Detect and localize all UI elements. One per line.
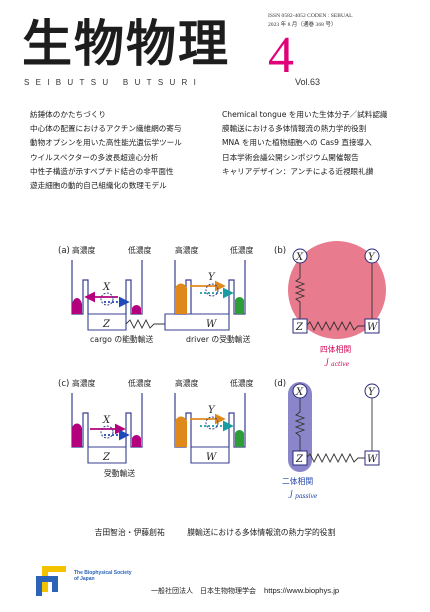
panel-c-low-right: 低濃度 <box>230 378 254 388</box>
panel-b: (b) X Y Z W 四体相関 j active <box>274 241 386 368</box>
panel-a-caption-left: cargo の能動輸送 <box>90 334 154 344</box>
panel-a-high-left: 高濃度 <box>72 245 96 255</box>
topic-item: 中性子構造が示すペプチド結合の非平面性 <box>30 166 174 176</box>
logo-line-1: The Biophysical Society <box>74 570 132 576</box>
panel-a-w: W <box>206 319 217 330</box>
footer: The Biophysical Society of Japan 一般社団法人 … <box>34 562 414 602</box>
panel-d-symbol-sub: passive <box>295 493 318 500</box>
panel-c-low-left: 低濃度 <box>128 378 152 388</box>
topic-item: 遊走細胞の動的自己組織化の数理モデル <box>30 181 167 191</box>
panel-c-label: (c) <box>58 379 69 389</box>
journal-title: 生物物理 <box>22 14 230 73</box>
panel-b-y: Y <box>368 252 376 263</box>
topic-item: 動物オプシンを用いた高性能光遺伝学ツール <box>30 138 182 148</box>
topic-item: 日本学術会議公開シンポジウム開催報告 <box>222 152 359 162</box>
panel-a-label: (a) <box>58 246 70 256</box>
topics-left: 紡錘体のかたちづくり 中心体の配置におけるアクチン繊維網の寄与 動物オプシンを用… <box>30 108 182 193</box>
panel-d-w: W <box>367 454 378 465</box>
topic-item: Chemical tongue を用いた生体分子／試料認識 <box>222 110 388 119</box>
panel-a-low-right: 低濃度 <box>230 245 254 255</box>
panel-c-caption: 受動輸送 <box>104 468 135 478</box>
issn-line: ISSN 0582-4052 CODEN : SEBUAL <box>268 13 353 19</box>
panel-a-x: X <box>102 282 111 293</box>
date-line: 2023 年 8 月（通巻 368 号） <box>268 22 337 28</box>
panel-d-caption: 二体相関 <box>282 476 313 486</box>
topic-item: キャリアデザイン：アンチによる近視眼礼讃 <box>222 166 374 176</box>
panel-c: (c) 高濃度 低濃度 高濃度 低濃度 X Z Y W 受動輸送 <box>58 378 254 478</box>
volume-label: Vol.63 <box>295 77 321 87</box>
logo-text: The Biophysical Society of Japan <box>74 570 132 582</box>
topic-item: 紡錘体のかたちづくり <box>30 110 106 119</box>
panel-b-w: W <box>367 322 378 333</box>
topic-item: 膜輸送における多体情報流の熱力学的役割 <box>222 124 367 134</box>
topic-item: 中心体の配置におけるアクチン繊維網の寄与 <box>30 124 182 134</box>
panel-a: (a) 高濃度 低濃度 高濃度 低濃度 X Z Y W cargo の能動輸送 … <box>58 245 254 344</box>
panel-a-y: Y <box>208 272 216 283</box>
society-logo-icon <box>36 566 66 596</box>
cargo-high-left <box>72 298 82 314</box>
feature-article: 吉田智治・伊藤創祐 膜輸送における多体情報流の熱力学的役割 <box>0 527 430 538</box>
society-name: 一般社団法人 日本生物物理学会 <box>151 587 256 595</box>
panel-c-y: Y <box>208 405 216 416</box>
panel-b-label: (b) <box>274 246 286 256</box>
panel-c-w: W <box>206 452 217 463</box>
panel-a-low-left: 低濃度 <box>128 245 152 255</box>
panel-d-z: Z <box>295 454 304 465</box>
journal-romaji: SEIBUTSU BUTSURI <box>24 78 203 87</box>
panel-a-caption-right: driver の受動輸送 <box>186 334 251 344</box>
panel-d: (d) X Y Z W 二体相関 j passive <box>274 379 380 500</box>
topic-item: MNA を用いた植物細胞への Cas9 直接導入 <box>222 138 372 148</box>
society-url[interactable]: https://www.biophys.jp <box>264 586 340 595</box>
panel-d-label: (d) <box>274 379 286 389</box>
issue-number: 4 <box>268 27 294 84</box>
panel-b-x: X <box>295 252 304 263</box>
panel-d-x: X <box>295 387 304 398</box>
panel-b-caption: 四体相関 <box>320 344 351 354</box>
issn-block: ISSN 0582-4052 CODEN : SEBUAL 2023 年 8 月… <box>268 12 353 30</box>
four-body-correlation-blob <box>288 241 386 339</box>
topic-item: ウイルスベクターの多波長超遠心分析 <box>30 152 159 162</box>
panel-c-high-right: 高濃度 <box>175 378 199 388</box>
feature-title: 膜輸送における多体情報流の熱力学的役割 <box>187 528 336 537</box>
panel-a-z: Z <box>102 319 111 330</box>
panel-a-high-right: 高濃度 <box>175 245 199 255</box>
panel-b-symbol-sub: active <box>331 361 350 368</box>
topics-right: Chemical tongue を用いた生体分子／試料認識 膜輸送における多体情… <box>222 108 388 179</box>
panel-c-x: X <box>102 415 111 426</box>
logo-line-2: of Japan <box>74 576 95 582</box>
panel-b-z: Z <box>295 322 304 333</box>
panel-c-z: Z <box>102 452 111 463</box>
panel-b-symbol: j <box>324 357 329 367</box>
panel-d-y: Y <box>368 387 376 398</box>
feature-authors: 吉田智治・伊藤創祐 <box>94 528 165 537</box>
panel-c-high-left: 高濃度 <box>72 378 96 388</box>
cover-figure: (a) 高濃度 低濃度 高濃度 低濃度 X Z Y W cargo の能動輸送 … <box>58 241 386 500</box>
panel-d-symbol: j <box>288 489 293 499</box>
two-body-correlation-blob <box>288 382 312 472</box>
